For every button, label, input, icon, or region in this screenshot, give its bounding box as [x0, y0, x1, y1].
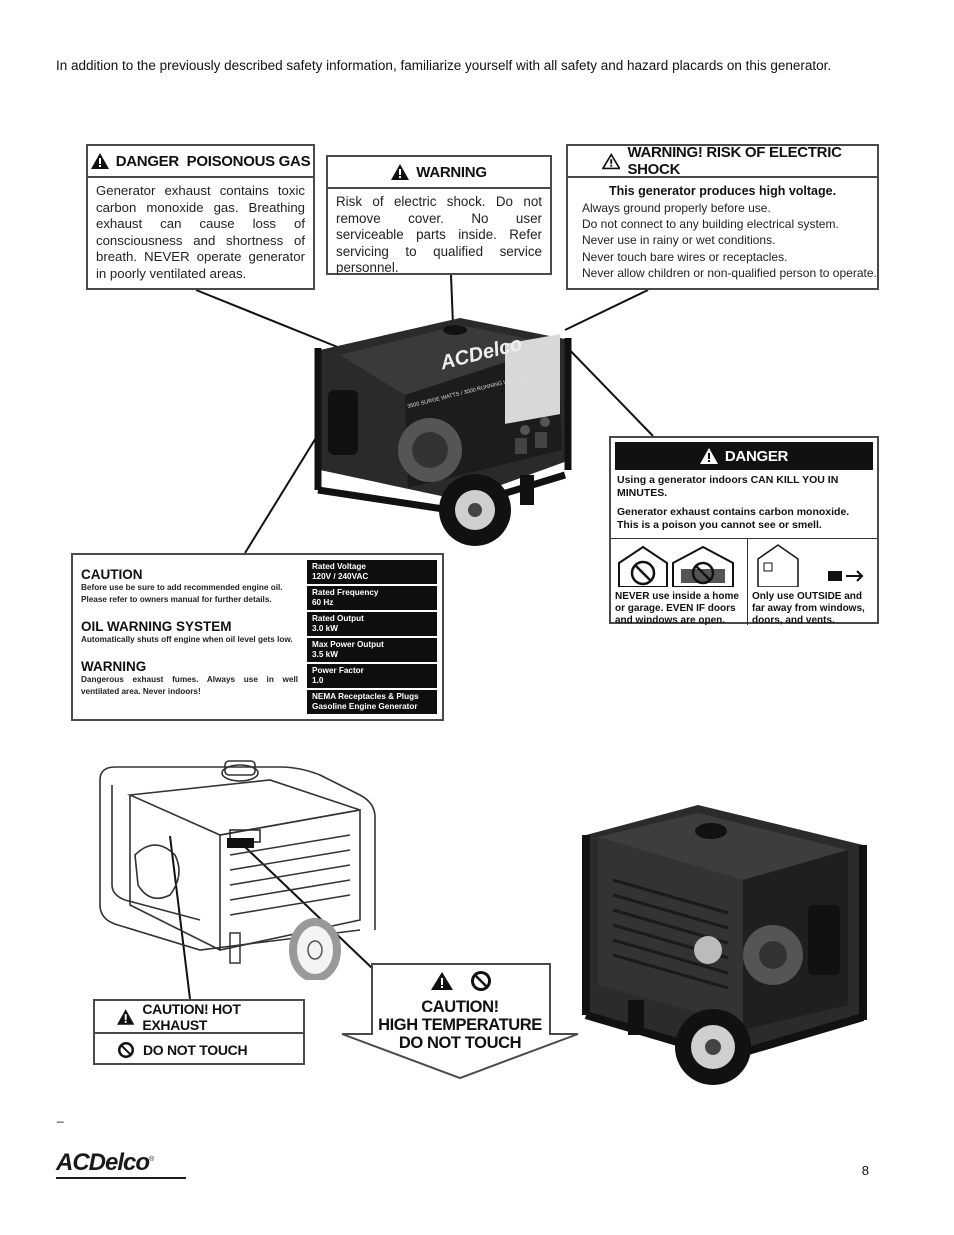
do-not-touch-label: DO NOT TOUCH	[143, 1041, 248, 1058]
warning-text: Dangerous exhaust fumes. Always use in w…	[81, 675, 298, 696]
spec-label: Rated Frequency	[312, 588, 379, 597]
page-number: 8	[861, 1163, 869, 1178]
never-indoors-caption: NEVER use inside a home or garage. EVEN …	[615, 591, 739, 626]
spec-value: 120V / 240VAC	[312, 572, 369, 581]
house-outside-generator-icon	[757, 544, 864, 588]
placard-high-temperature: CAUTION! HIGH TEMPERATURE DO NOT TOUCH	[340, 962, 580, 1080]
danger-pictograms: NEVER use inside a home or garage. EVEN …	[611, 538, 877, 626]
placard-caution-specs: CAUTION Before use be sure to add recomm…	[71, 553, 444, 721]
danger-line-2: Generator exhaust contains carbon monoxi…	[617, 506, 850, 531]
high-temp-line-2: HIGH TEMPERATURE	[378, 1016, 542, 1034]
logo-text: ACDelco	[56, 1149, 150, 1176]
spec-label: Rated Output	[312, 614, 364, 623]
never-indoors-panel: NEVER use inside a home or garage. EVEN …	[611, 539, 748, 626]
placard-title: DANGER	[724, 447, 789, 465]
shock-line: Never touch bare wires or receptacles.	[582, 249, 788, 264]
no-touch-icon	[471, 971, 491, 991]
no-touch-icon	[118, 1041, 134, 1058]
oil-warning-heading: OIL WARNING SYSTEM	[81, 619, 232, 634]
do-not-touch-row: DO NOT TOUCH	[95, 1034, 303, 1065]
spec-value: 1.0	[312, 676, 324, 685]
house-garage-prohibited-icon	[618, 545, 734, 588]
outside-only-panel: Only use OUTSIDE and far away from windo…	[748, 539, 877, 626]
warning-heading: WARNING	[81, 659, 147, 674]
shock-line: Do not connect to any building electrica…	[582, 217, 839, 232]
intro-text: In addition to the previously described …	[56, 58, 832, 73]
placard-body: Generator exhaust contains toxic carbon …	[96, 183, 305, 281]
placard-warning: WARNING Risk of electric shock. Do not r…	[326, 155, 552, 275]
placard-title: DANGER POISONOUS GAS	[115, 152, 311, 170]
arrow-outline	[341, 963, 579, 1080]
warning-triangle-icon	[431, 972, 453, 990]
spec-label: Max Power Output	[312, 640, 384, 649]
placard-hot-exhaust: CAUTION! HOT EXHAUST DO NOT TOUCH	[93, 999, 305, 1065]
spec-value: 3.0 kW	[312, 624, 338, 633]
shock-line: Never use in rainy or wet conditions.	[582, 233, 776, 248]
generator-photo-bottom	[582, 805, 867, 1085]
hot-exhaust-label: CAUTION! HOT EXHAUST	[142, 1000, 241, 1033]
warning-triangle-icon	[391, 164, 410, 180]
placard-header: WARNING	[328, 157, 550, 189]
placard-subtitle: This generator produces high voltage.	[608, 184, 837, 198]
spec-label: Power Factor	[312, 666, 364, 675]
spec-value: 3.5 kW	[312, 650, 338, 659]
caution-heading: CAUTION	[81, 567, 143, 582]
shock-line: Always ground properly before use.	[582, 201, 771, 215]
footer-dash: –	[57, 1114, 64, 1128]
logo-underline	[56, 1177, 186, 1179]
hot-exhaust-row: CAUTION! HOT EXHAUST	[95, 1001, 303, 1034]
placard-header: DANGER	[615, 442, 873, 470]
spec-label: Rated Voltage	[312, 562, 366, 571]
oil-warning-text: Automatically shuts off engine when oil …	[81, 635, 293, 644]
placard-header: WARNING! RISK OF ELECTRIC SHOCK	[568, 144, 877, 178]
generator-line-drawing	[99, 760, 376, 980]
placard-header: DANGER POISONOUS GAS	[88, 146, 313, 178]
outside-only-caption: Only use OUTSIDE and far away from windo…	[752, 591, 865, 626]
warning-triangle-icon	[90, 153, 109, 169]
danger-line-1: Using a generator indoors CAN KILL YOU I…	[617, 474, 839, 499]
warning-triangle-outline-icon	[602, 152, 621, 169]
spec-value: 60 Hz	[312, 598, 334, 607]
placard-title: WARNING! RISK OF ELECTRIC SHOCK	[627, 144, 842, 178]
caution-text-column: CAUTION Before use be sure to add recomm…	[73, 555, 306, 719]
placard-danger-indoors: DANGER Using a generator indoors CAN KIL…	[609, 436, 879, 626]
caution-text: Before use be sure to add recommended en…	[81, 583, 283, 604]
spec-label: NEMA Receptacles & Plugs	[312, 692, 419, 701]
warning-triangle-icon	[117, 1008, 135, 1025]
high-temp-line-1: CAUTION!	[421, 998, 499, 1016]
spec-value: Gasoline Engine Generator	[312, 702, 418, 711]
placard-electric-shock: WARNING! RISK OF ELECTRIC SHOCK This gen…	[566, 144, 879, 290]
placard-body: Risk of electric shock. Do not remove co…	[336, 194, 542, 275]
placard-title: WARNING	[416, 163, 487, 181]
registered-mark: ®	[149, 1156, 154, 1163]
high-temp-line-3: DO NOT TOUCH	[398, 1034, 522, 1052]
generator-photo-top: ACDelco 3500 SURGE WATTS / 3000 RUNNING …	[314, 318, 572, 546]
shock-line: Never allow children or non-qualified pe…	[582, 265, 877, 280]
placard-danger-poisonous-gas: DANGER POISONOUS GAS Generator exhaust c…	[86, 144, 315, 290]
acdelco-logo: ACDelco®	[56, 1149, 186, 1179]
warning-triangle-icon	[699, 448, 718, 464]
